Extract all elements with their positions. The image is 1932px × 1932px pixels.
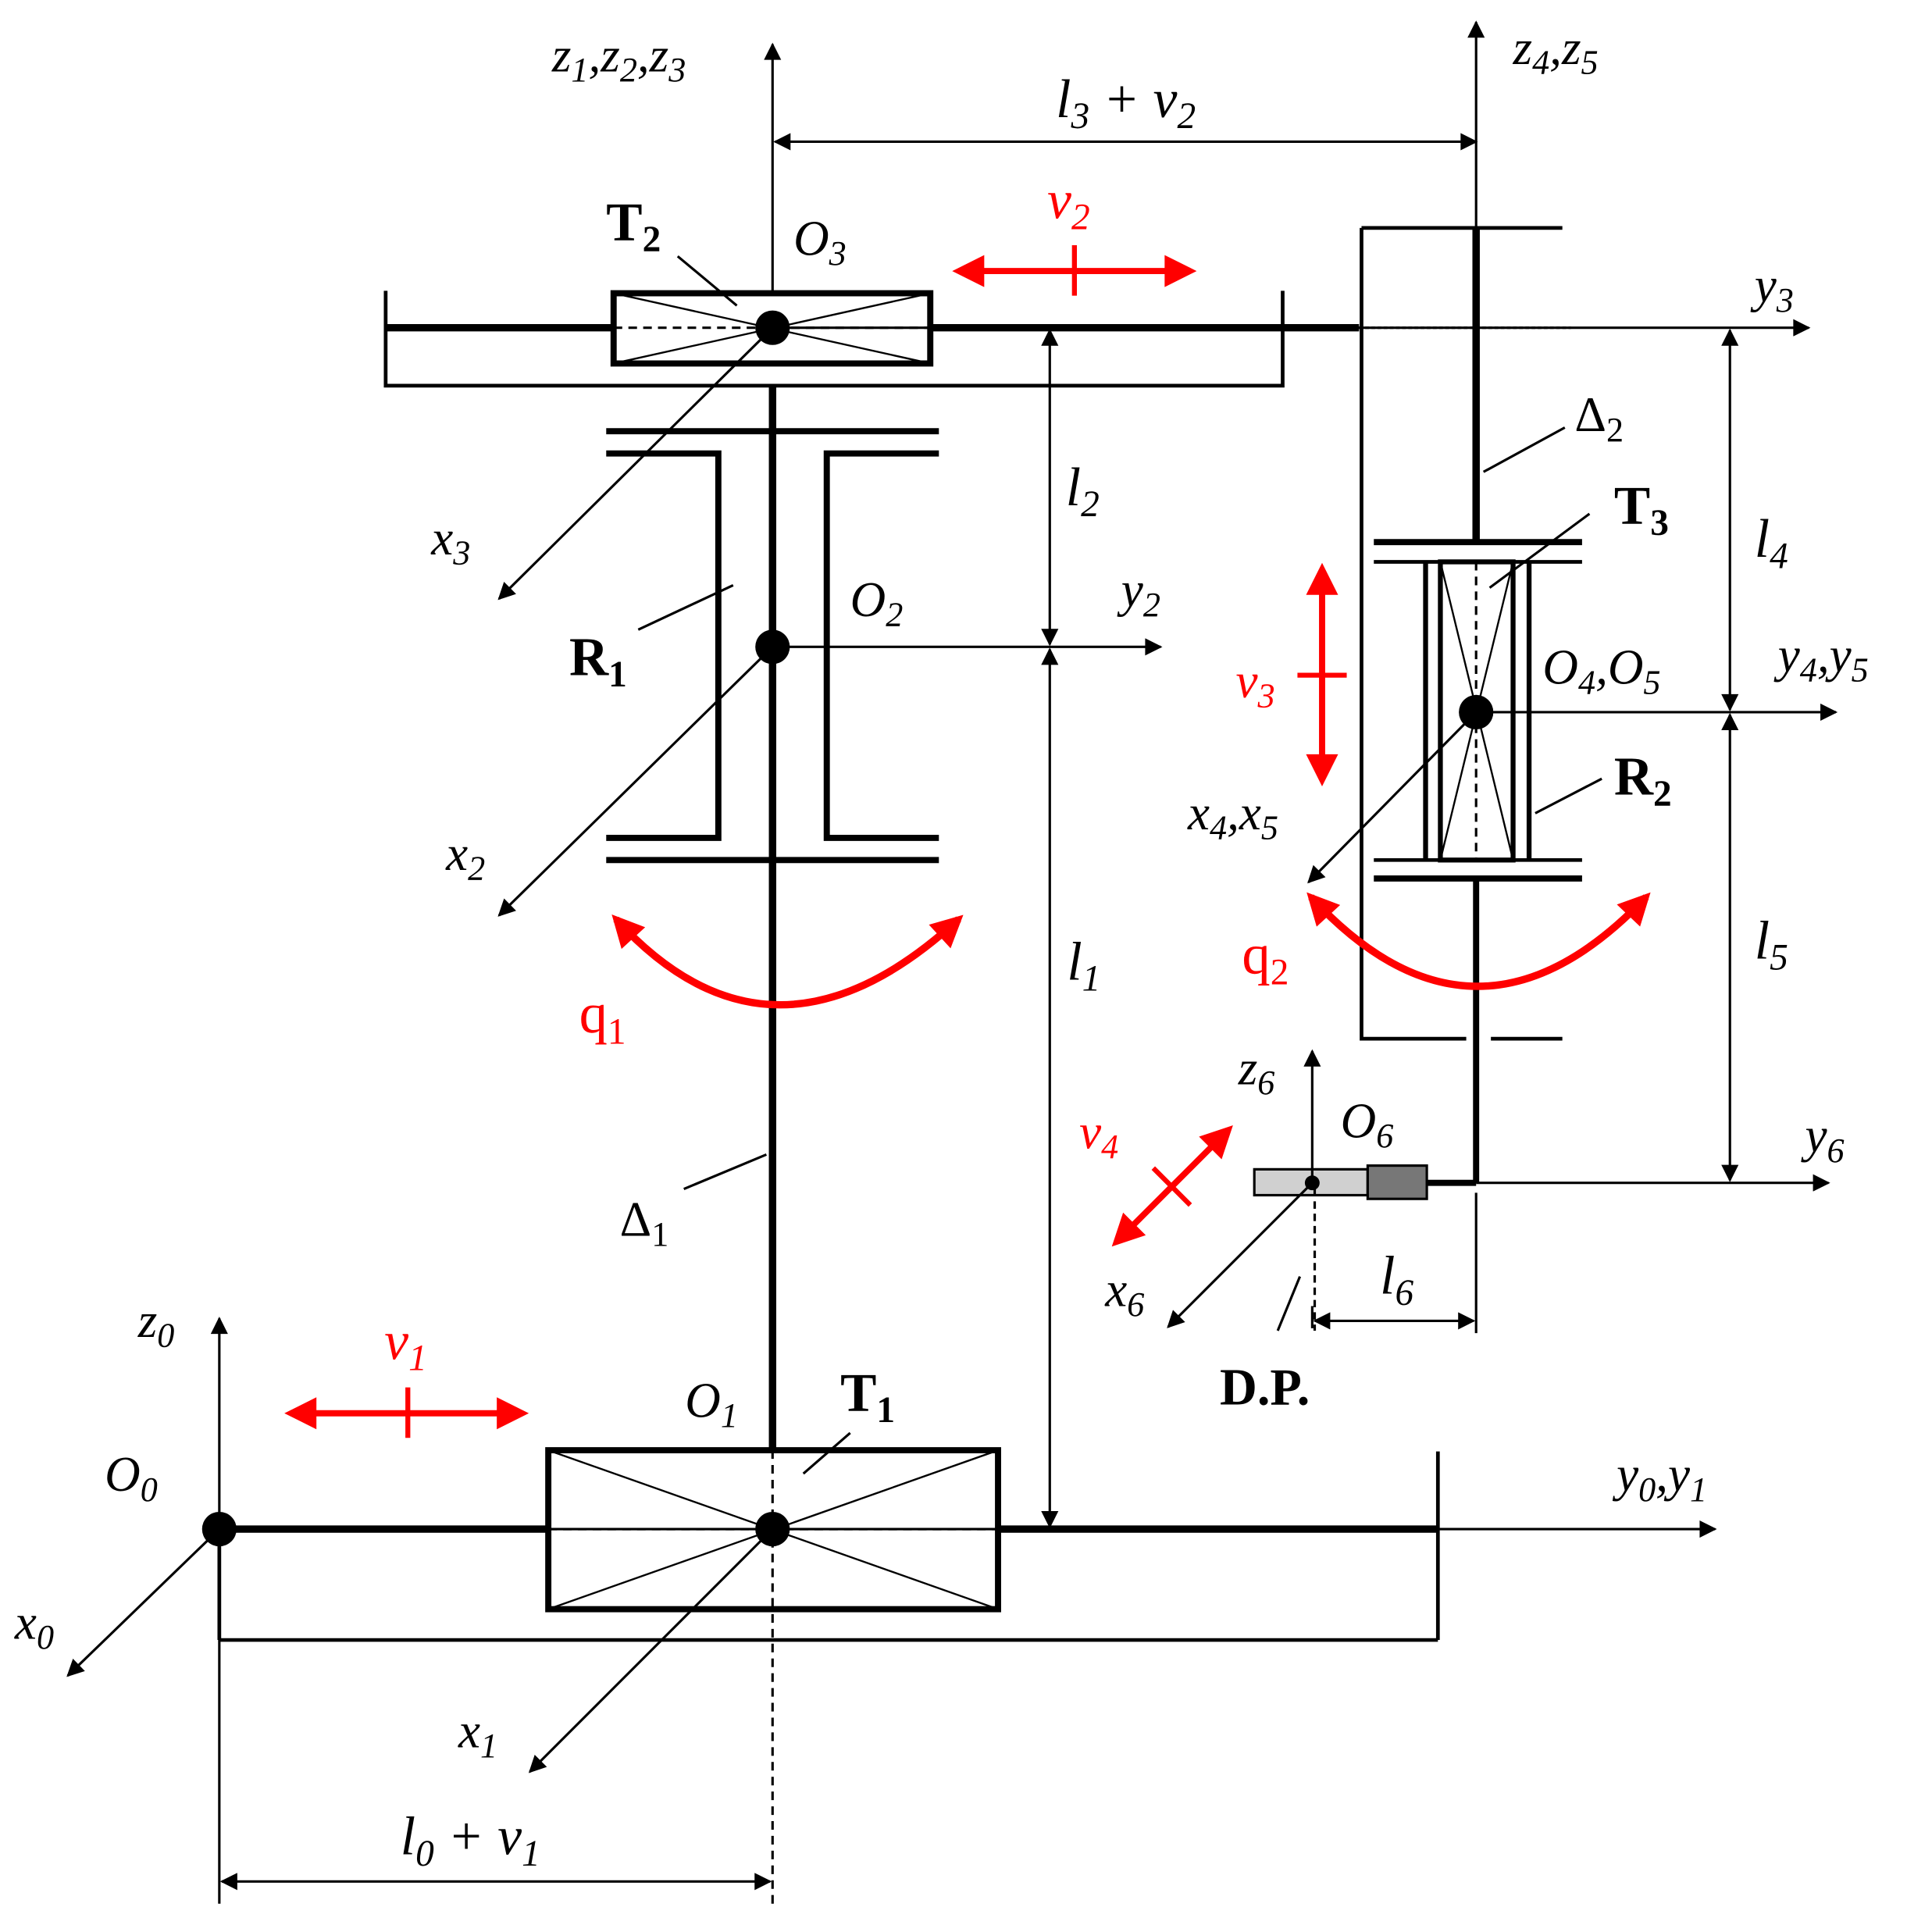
label-y01: y0,y1 bbox=[1612, 1447, 1707, 1509]
revolute-joint-r1 bbox=[606, 428, 939, 864]
frame-0 bbox=[66, 1317, 1717, 1677]
label-y3: y3 bbox=[1750, 258, 1794, 320]
label-x45: x4,x5 bbox=[1187, 786, 1278, 847]
dim-l0-v1 bbox=[218, 1640, 772, 1904]
prismatic-joint-t2 bbox=[383, 255, 1571, 388]
label-z123: z1,z2,z3 bbox=[551, 28, 686, 90]
label-o3: O3 bbox=[793, 212, 847, 273]
motion-q1 bbox=[611, 914, 964, 1009]
label-o1: O1 bbox=[685, 1373, 738, 1435]
label-z6: z6 bbox=[1238, 1040, 1275, 1102]
label-y6: y6 bbox=[1800, 1108, 1844, 1170]
label-l6: l6 bbox=[1380, 1246, 1413, 1314]
label-x0: x0 bbox=[14, 1595, 54, 1656]
label-t1: T1 bbox=[840, 1363, 895, 1431]
frame-3 bbox=[497, 310, 1811, 601]
motion-v1 bbox=[284, 1387, 529, 1438]
motion-q2 bbox=[1306, 892, 1651, 990]
label-v3: v3 bbox=[1236, 654, 1275, 715]
frame-2 bbox=[497, 629, 1163, 917]
origin-o1 bbox=[755, 1511, 790, 1547]
end-effector-sensor bbox=[1167, 1049, 1830, 1334]
label-z0: z0 bbox=[137, 1293, 175, 1355]
label-r1: R1 bbox=[569, 628, 627, 695]
label-o0: O0 bbox=[105, 1447, 158, 1509]
label-o2: O2 bbox=[850, 572, 904, 634]
link-delta1 bbox=[683, 384, 777, 1904]
label-q2: q2 bbox=[1242, 922, 1289, 993]
label-z45: z4,z5 bbox=[1513, 20, 1599, 82]
label-l2: l2 bbox=[1066, 458, 1100, 525]
label-l3-v2: l3 + v2 bbox=[1056, 70, 1196, 137]
motion-v3 bbox=[1297, 562, 1347, 786]
label-t3: T3 bbox=[1614, 476, 1669, 544]
label-delta1: Δ1 bbox=[620, 1192, 669, 1254]
label-l0-v1: l0 + v1 bbox=[401, 1807, 540, 1874]
label-t2: T2 bbox=[606, 193, 661, 260]
prismatic-joint-t3 bbox=[1374, 512, 1602, 882]
label-o45: O4,O5 bbox=[1542, 640, 1660, 702]
label-v1: v1 bbox=[384, 1311, 426, 1378]
label-l4: l4 bbox=[1755, 509, 1788, 576]
label-x2: x2 bbox=[445, 826, 485, 888]
label-q1: q1 bbox=[579, 982, 626, 1052]
motion-v4 bbox=[1111, 1125, 1233, 1247]
label-l5: l5 bbox=[1755, 911, 1788, 978]
link-delta2 bbox=[1360, 20, 1566, 1183]
label-v2: v2 bbox=[1047, 170, 1089, 237]
label-delta2: Δ2 bbox=[1574, 387, 1624, 449]
label-y45: y4,y5 bbox=[1773, 628, 1869, 690]
label-x6: x6 bbox=[1104, 1262, 1144, 1324]
label-y2: y2 bbox=[1117, 562, 1160, 624]
label-l1: l1 bbox=[1067, 932, 1100, 999]
label-x1: x1 bbox=[458, 1703, 497, 1765]
label-o6: O6 bbox=[1341, 1093, 1394, 1155]
axis-x1 bbox=[528, 1527, 774, 1773]
frame-4-5 bbox=[1307, 694, 1838, 884]
motion-v2 bbox=[952, 244, 1197, 296]
label-r2: R2 bbox=[1614, 747, 1672, 815]
label-v4: v4 bbox=[1079, 1105, 1118, 1167]
label-x3: x3 bbox=[430, 511, 470, 572]
label-dp: D.P. bbox=[1220, 1360, 1310, 1417]
